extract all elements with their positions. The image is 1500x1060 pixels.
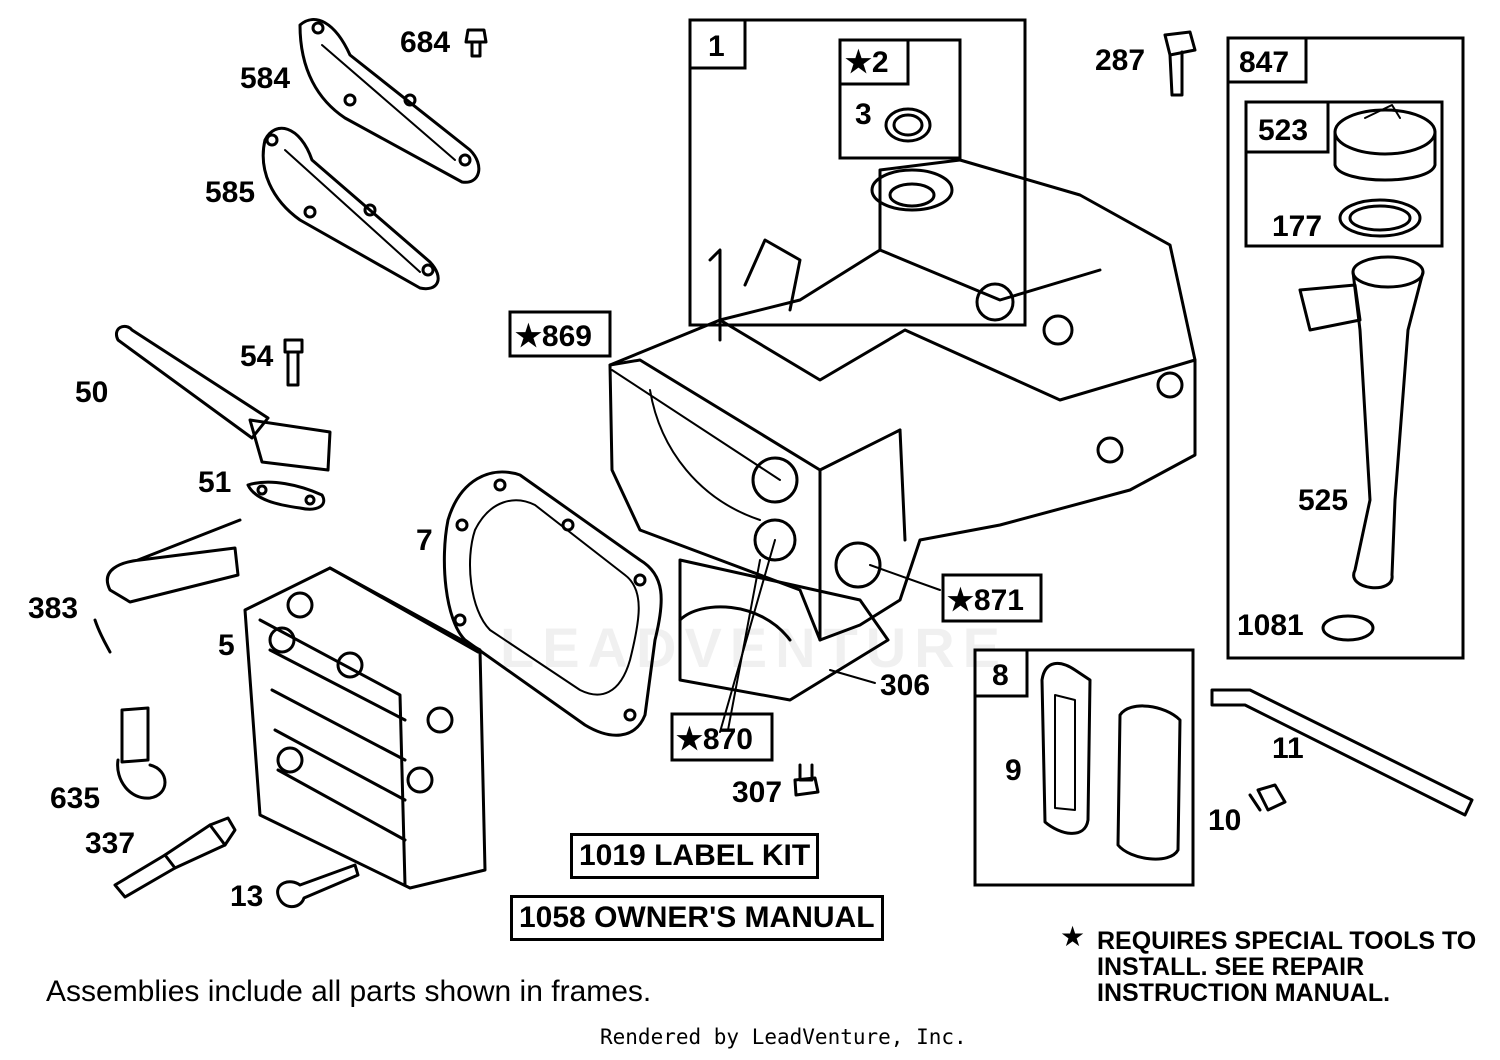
gasket-51-drawing xyxy=(246,480,326,511)
label-635: 635 xyxy=(50,782,100,815)
frame-label-523: 523 xyxy=(1258,114,1308,147)
screw-684-drawing xyxy=(464,28,488,58)
frame-523-tag xyxy=(1244,100,1330,154)
frame-847 xyxy=(1226,36,1465,660)
label-177: 177 xyxy=(1272,210,1322,243)
bolt-287-drawing xyxy=(1163,30,1197,97)
frame-870 xyxy=(670,712,774,762)
label-337: 337 xyxy=(85,827,135,860)
frame-1 xyxy=(688,18,1027,327)
frame-label-870: ★870 xyxy=(676,723,753,756)
label-307: 307 xyxy=(732,776,782,809)
head-gasket-7-drawing xyxy=(442,470,663,737)
oring-1081-drawing xyxy=(1321,614,1375,642)
frame-847-tag xyxy=(1226,36,1308,84)
label-684: 684 xyxy=(400,26,450,59)
special-tools-note: REQUIRES SPECIAL TOOLS TO INSTALL. SEE R… xyxy=(1097,927,1477,1007)
breather-9-drawing xyxy=(1040,661,1182,861)
frame-871 xyxy=(941,573,1043,623)
screw-54-drawing xyxy=(283,338,304,387)
label-585: 585 xyxy=(205,176,255,209)
label-383: 383 xyxy=(28,592,78,625)
assemblies-note: Assemblies include all parts shown in fr… xyxy=(46,975,652,1008)
frame-label-2: ★2 xyxy=(845,46,889,79)
label-5: 5 xyxy=(218,629,235,662)
tube-525-drawing xyxy=(1298,255,1425,590)
label-kit-box: 1019 LABEL KIT xyxy=(570,833,820,879)
label-13: 13 xyxy=(230,880,263,913)
leader-871 xyxy=(869,564,941,591)
label-3: 3 xyxy=(855,98,872,131)
leader-870 xyxy=(719,539,776,733)
frame-label-871: ★871 xyxy=(947,584,1024,617)
bolt-13-drawing xyxy=(276,863,360,909)
shield-306-drawing xyxy=(678,558,890,702)
label-7: 7 xyxy=(416,524,433,557)
sensor-383-drawing xyxy=(93,518,242,654)
spark-plug-337-drawing xyxy=(113,816,237,899)
label-306: 306 xyxy=(880,669,930,702)
label-50: 50 xyxy=(75,376,108,409)
frame-label-8: 8 xyxy=(992,659,1009,692)
frame-8-tag xyxy=(973,648,1029,698)
cap-523-drawing xyxy=(1333,104,1437,182)
frame-2-tag xyxy=(838,38,910,86)
owners-manual-box: 1058 OWNER'S MANUAL xyxy=(510,895,884,941)
tube-50-drawing xyxy=(115,324,332,472)
frame-label-847: 847 xyxy=(1239,46,1289,79)
label-54: 54 xyxy=(240,340,274,373)
screw-307-drawing xyxy=(793,763,820,797)
label-287: 287 xyxy=(1095,44,1145,77)
label-1081: 1081 xyxy=(1237,609,1304,642)
frame-1-tag xyxy=(688,18,747,70)
frame-869 xyxy=(508,310,612,358)
frame-label-869: ★869 xyxy=(515,320,592,353)
leader-869 xyxy=(611,369,781,481)
label-525: 525 xyxy=(1298,484,1348,517)
rendered-by-credit: Rendered by LeadVenture, Inc. xyxy=(600,1025,967,1049)
oring-177-drawing xyxy=(1338,198,1422,238)
cylinder-head-5-drawing xyxy=(243,566,487,890)
tube-11-drawing xyxy=(1210,688,1474,817)
label-584: 584 xyxy=(240,62,290,95)
fitting-635-drawing xyxy=(116,706,167,800)
label-51: 51 xyxy=(198,466,231,499)
label-11: 11 xyxy=(1272,732,1304,765)
star-icon: ★ xyxy=(1060,920,1086,953)
label-10: 10 xyxy=(1208,804,1241,837)
seal-3-drawing xyxy=(884,107,932,143)
gasket-584-drawing xyxy=(298,18,481,184)
gasket-585-drawing xyxy=(261,126,440,291)
frame-label-1: 1 xyxy=(708,30,725,63)
frame-8 xyxy=(973,648,1195,887)
label-9: 9 xyxy=(1005,754,1022,787)
screw-10-drawing xyxy=(1248,783,1287,812)
cylinder-block-1-drawing xyxy=(608,158,1197,642)
frame-523 xyxy=(1244,100,1444,248)
